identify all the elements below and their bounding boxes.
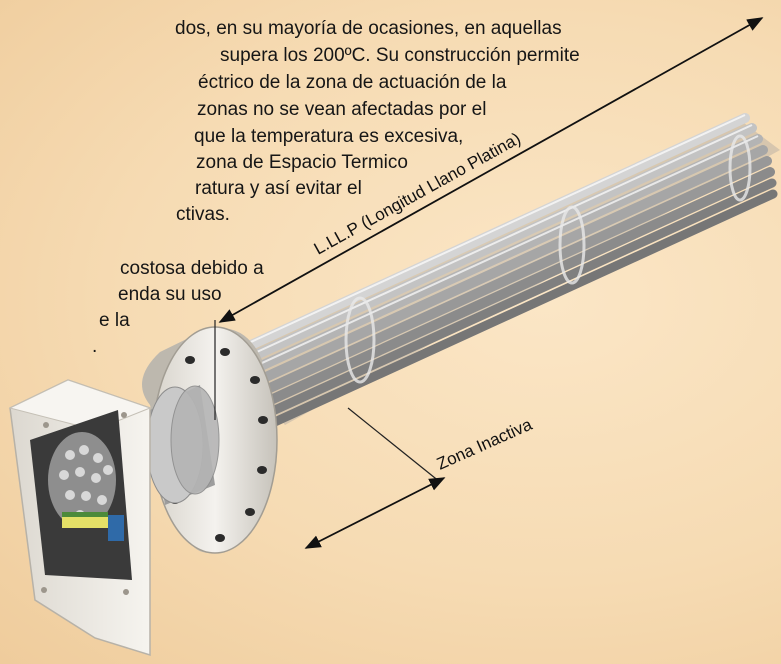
paragraph-2-line-3: e la: [99, 310, 130, 331]
inactive-zone-label: Zona Inactiva: [434, 415, 535, 474]
paragraph-1-line-8: ctivas.: [176, 204, 230, 225]
paragraph-2-line-2: enda su uso: [118, 284, 222, 305]
terminal-connectors: [48, 432, 124, 541]
terminal-box: [8, 379, 152, 657]
coupling: [146, 385, 220, 505]
paragraph-2-line-4: .: [92, 336, 98, 357]
inactive-zone-dimension: Zona Inactiva: [304, 407, 535, 549]
